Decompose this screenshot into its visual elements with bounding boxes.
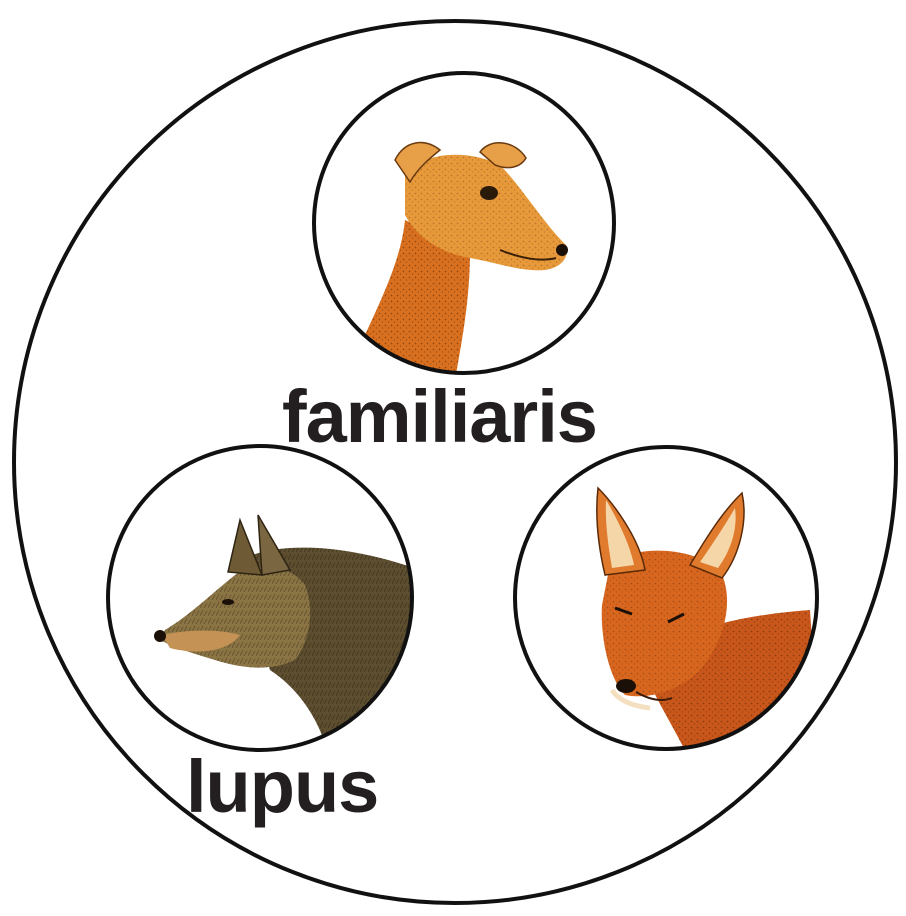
label-lupus: lupus	[186, 750, 378, 824]
label-familiaris: familiaris	[282, 380, 597, 454]
